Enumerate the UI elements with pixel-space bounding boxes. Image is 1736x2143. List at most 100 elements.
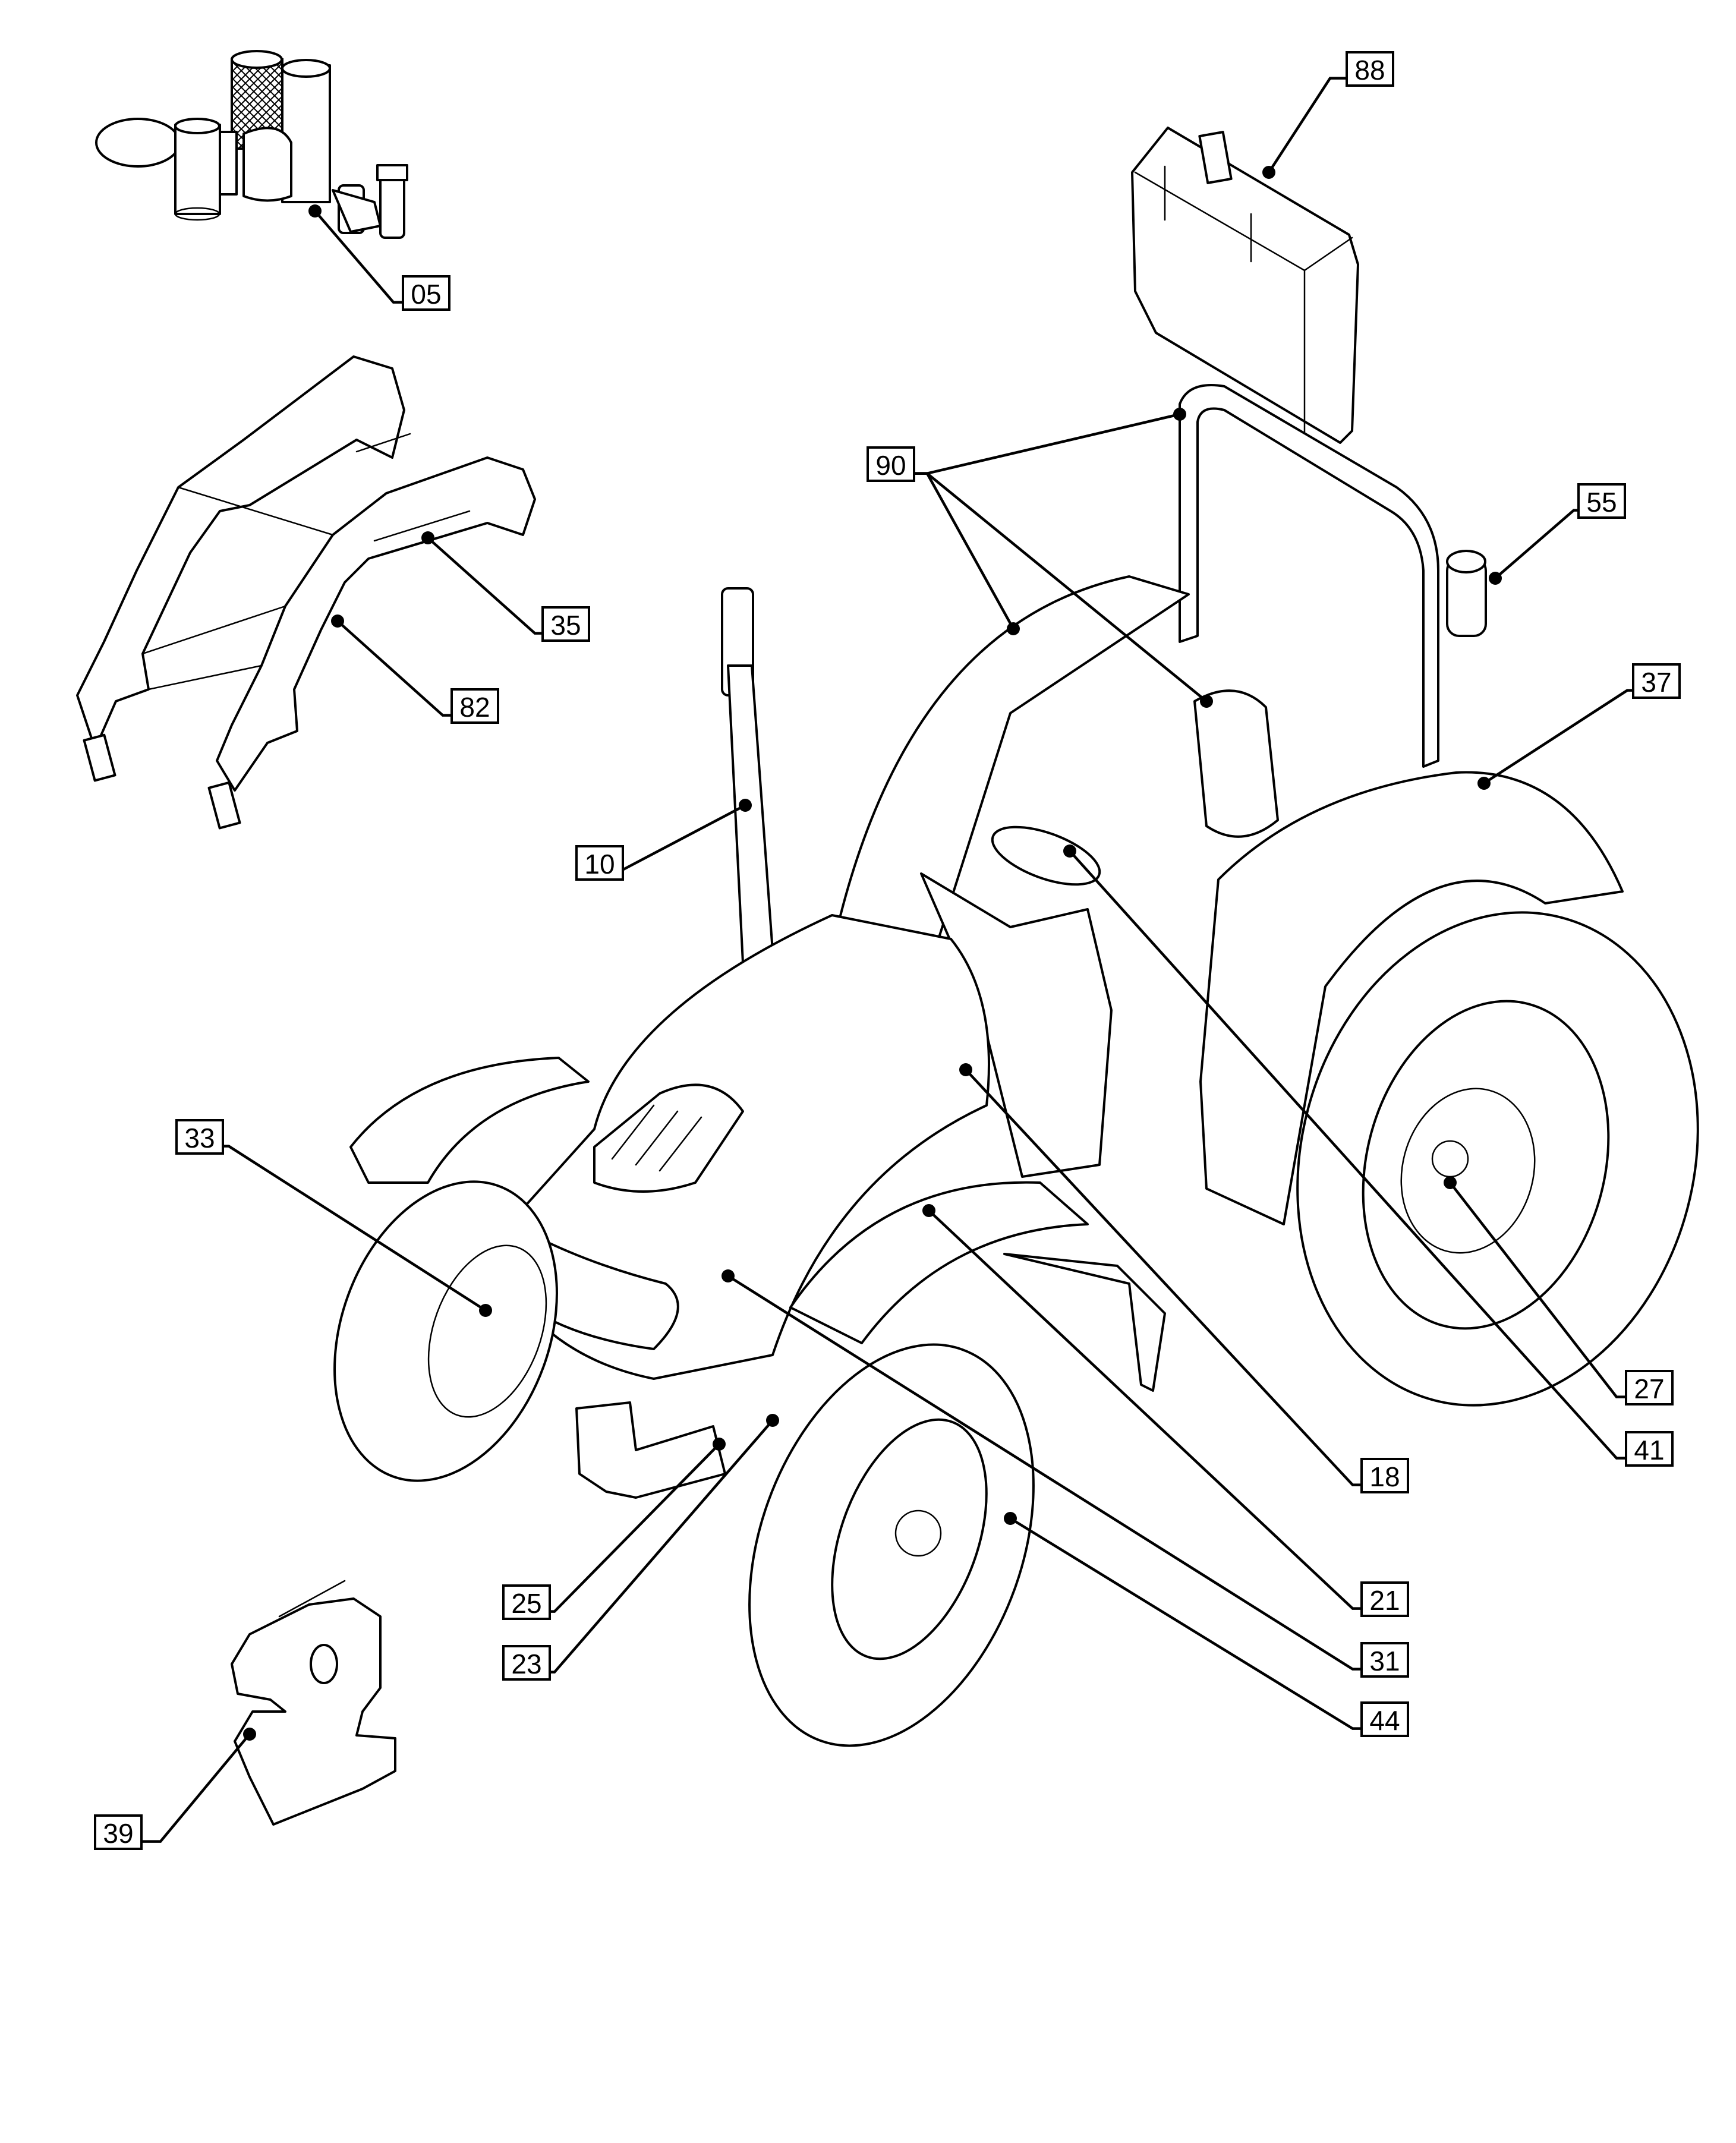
callout-number: 44 — [1369, 1705, 1400, 1736]
leader-line — [727, 1275, 1362, 1671]
callout-number: 23 — [511, 1649, 541, 1679]
callout-box[interactable] — [867, 446, 915, 482]
callout-box[interactable] — [575, 845, 624, 881]
callout-box[interactable] — [1625, 1431, 1674, 1467]
callout-number: 10 — [584, 849, 615, 880]
callout-box[interactable] — [94, 1814, 143, 1850]
leader-line — [928, 1209, 1362, 1610]
callout-box[interactable] — [450, 688, 499, 724]
leader-line — [141, 1733, 251, 1843]
callout-number: 55 — [1586, 487, 1617, 518]
callout-box[interactable] — [502, 1645, 551, 1681]
leader-dot — [1444, 1176, 1457, 1189]
leader-line — [223, 1145, 487, 1312]
leader-dot — [1489, 572, 1502, 585]
leader-line — [1449, 1181, 1626, 1398]
leader-line — [914, 412, 1180, 475]
leader-line — [314, 210, 403, 304]
callout-front-tire[interactable]: 44 — [1004, 1512, 1409, 1737]
callout-box[interactable] — [502, 1584, 551, 1620]
callout-rear-fender-mount[interactable]: 37 — [1477, 663, 1681, 790]
callout-box[interactable] — [1360, 1458, 1409, 1493]
leader-line — [1009, 1517, 1362, 1730]
callout-box[interactable] — [541, 606, 590, 642]
leader-dot — [713, 1438, 726, 1451]
leader-dot — [722, 1269, 735, 1282]
callout-hood-side[interactable]: 21 — [922, 1204, 1409, 1617]
callout-box[interactable] — [402, 275, 450, 311]
leader-line — [1483, 689, 1633, 784]
leader-dot — [959, 1063, 972, 1076]
callouts-layer: 05 88 90 55 37 35 82 10 33 27 41 18 25 21 23 31 44 39 — [94, 51, 1681, 1850]
callout-front-axle-component[interactable]: 25 — [502, 1438, 726, 1620]
leader-dot — [1007, 622, 1020, 635]
callout-box[interactable] — [1346, 51, 1394, 87]
tractor-illustration — [333, 384, 1699, 1747]
callout-box[interactable] — [1360, 1581, 1409, 1617]
callout-number: 33 — [184, 1123, 215, 1154]
toolbox-illustration — [1131, 127, 1359, 444]
leader-dot — [243, 1728, 256, 1741]
leader-line — [1494, 509, 1579, 579]
callout-rops-and-fenders[interactable]: 90 — [867, 408, 1213, 708]
leader-dot — [479, 1304, 492, 1317]
callout-number: 90 — [875, 450, 906, 481]
callout-front-weight[interactable]: 39 — [94, 1728, 256, 1850]
callout-exhaust-stack[interactable]: 10 — [575, 799, 752, 881]
leader-line — [427, 537, 543, 635]
callout-box[interactable] — [1360, 1642, 1409, 1678]
callout-box[interactable] — [1625, 1370, 1674, 1405]
callout-front-axle-bracket[interactable]: 23 — [502, 1414, 779, 1681]
callout-filter-kit[interactable]: 05 — [308, 204, 450, 311]
callout-hood-front[interactable]: 31 — [722, 1269, 1409, 1678]
leader-dot — [922, 1204, 935, 1217]
leader-line — [914, 472, 1208, 702]
leader-dot — [1477, 777, 1491, 790]
callout-rear-wheel-rim[interactable]: 27 — [1444, 1176, 1674, 1405]
leader-line — [914, 472, 1014, 630]
callout-number: 88 — [1354, 55, 1385, 86]
filter-kit-illustration — [95, 50, 408, 239]
callout-loader-cylinder[interactable]: 35 — [421, 531, 590, 642]
callout-number: 37 — [1641, 667, 1671, 698]
callout-number: 31 — [1369, 1646, 1400, 1676]
leader-line — [1069, 850, 1626, 1460]
callout-box[interactable] — [175, 1119, 224, 1155]
leader-dot — [421, 531, 434, 544]
front-loader-illustration — [76, 355, 536, 830]
leader-line — [550, 1443, 720, 1613]
front-weight-illustration — [231, 1580, 396, 1826]
callout-number: 39 — [103, 1818, 133, 1849]
leader-dot — [1173, 408, 1186, 421]
callout-box[interactable] — [1577, 483, 1626, 519]
callout-number: 21 — [1369, 1585, 1400, 1616]
leader-dot — [1004, 1512, 1017, 1525]
callout-side-panel[interactable]: 18 — [959, 1063, 1409, 1493]
callout-number: 25 — [511, 1588, 541, 1619]
callout-front-loader-frame[interactable]: 82 — [331, 614, 499, 724]
callout-steering-wheel[interactable]: 41 — [1063, 844, 1674, 1467]
leader-line — [617, 804, 746, 874]
callout-front-wheel-hub[interactable]: 33 — [175, 1119, 492, 1317]
callout-number: 35 — [550, 610, 581, 641]
leader-dot — [308, 204, 322, 218]
leader-line — [1268, 77, 1347, 174]
leader-line — [336, 620, 452, 717]
leader-dot — [1063, 844, 1076, 858]
leader-dot — [1200, 695, 1213, 708]
callout-number: 18 — [1369, 1461, 1400, 1492]
callout-number: 05 — [411, 279, 441, 310]
callout-number: 41 — [1634, 1435, 1664, 1466]
leader-line — [965, 1069, 1362, 1486]
callout-box[interactable] — [1632, 663, 1681, 699]
callout-number: 82 — [459, 692, 490, 723]
leader-dot — [331, 614, 344, 628]
callout-beacon-light[interactable]: 55 — [1489, 483, 1626, 585]
leader-dot — [766, 1414, 779, 1427]
callout-number: 27 — [1634, 1373, 1664, 1404]
leader-line — [550, 1419, 774, 1674]
leader-dot — [739, 799, 752, 812]
callout-toolbox[interactable]: 88 — [1262, 51, 1394, 179]
callout-box[interactable] — [1360, 1701, 1409, 1737]
